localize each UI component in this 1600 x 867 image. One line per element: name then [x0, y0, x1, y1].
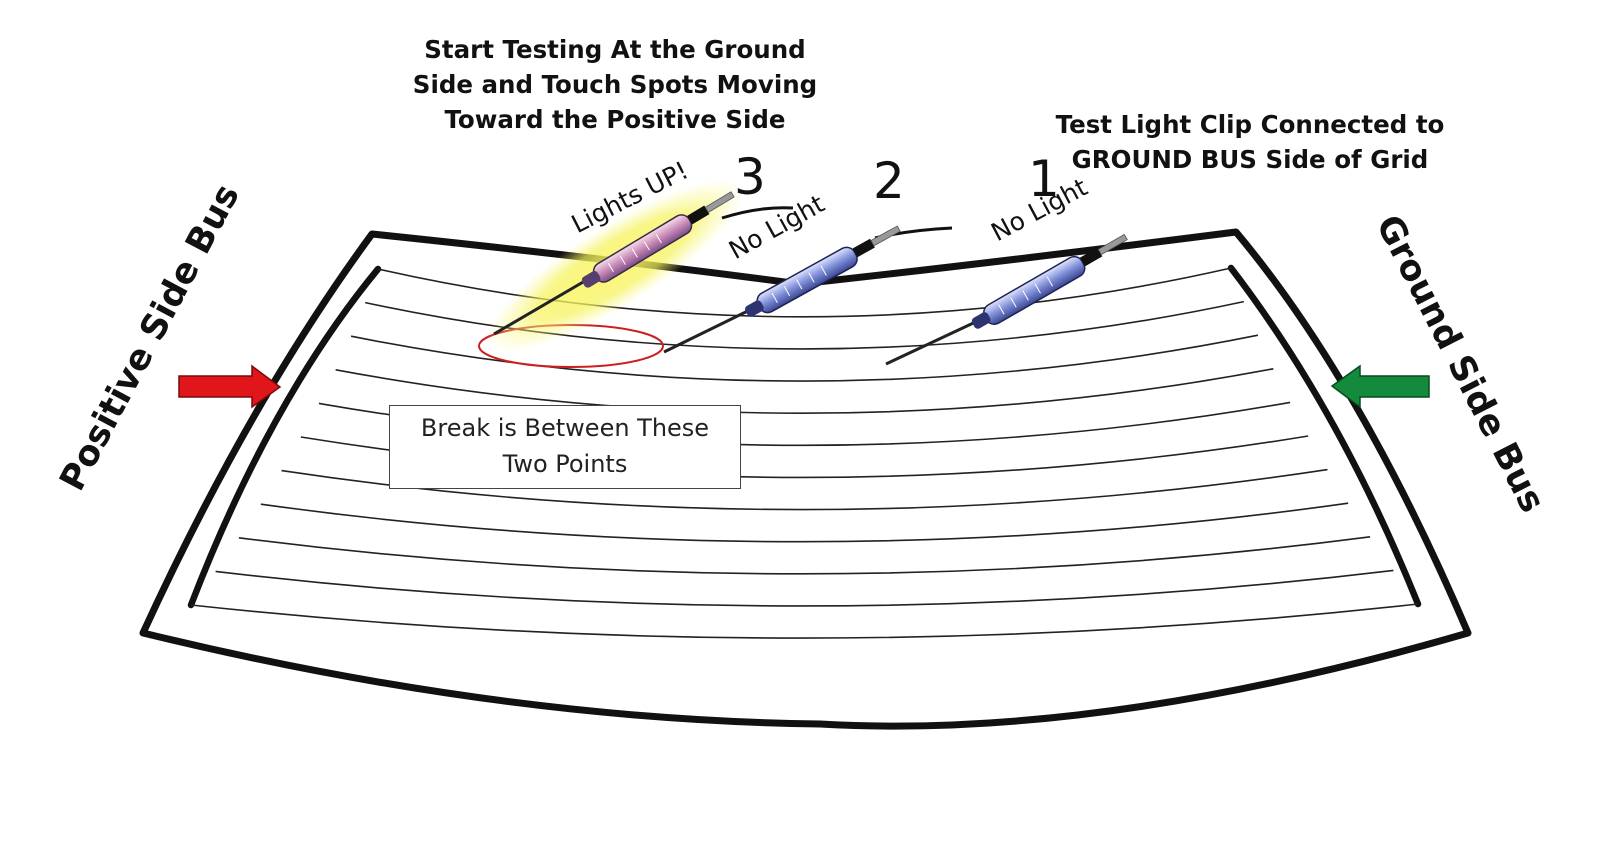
heater-grid-lines: [190, 267, 1419, 639]
test-point-number-1: 1: [1028, 150, 1060, 208]
instruction-heading: Start Testing At the Ground Side and Tou…: [370, 32, 860, 137]
grid-line: [377, 267, 1232, 318]
instruction-line: Side and Touch Spots Moving: [412, 70, 818, 99]
grid-line: [281, 468, 1328, 511]
test-point-number-2: 2: [873, 152, 905, 210]
grid-line: [190, 603, 1419, 639]
clip-note-line: Test Light Clip Connected to: [1055, 110, 1445, 139]
grid-line: [260, 502, 1349, 543]
test-point-number-3: 3: [734, 148, 766, 206]
clip-note-heading: Test Light Clip Connected to GROUND BUS …: [1030, 107, 1470, 177]
grid-line: [215, 569, 1394, 607]
break-note-box: Break is Between These Two Points: [389, 405, 741, 489]
grid-line: [350, 334, 1259, 382]
ground-bus-bar: [1227, 264, 1422, 608]
arrow-right-icon: [178, 364, 282, 409]
test-light-probe-icon: [885, 233, 1179, 366]
instruction-line: Toward the Positive Side: [444, 105, 786, 134]
break-note-line: Two Points: [502, 450, 628, 478]
instruction-line: Start Testing At the Ground: [424, 35, 806, 64]
test-light-probe-icon: [663, 225, 953, 354]
break-note-line: Break is Between These: [420, 414, 710, 442]
positive-bus-bar: [187, 265, 382, 609]
grid-line: [335, 368, 1274, 414]
clip-note-line: GROUND BUS Side of Grid: [1071, 145, 1429, 174]
grid-line: [238, 536, 1371, 575]
arrow-left-icon: [1330, 364, 1430, 409]
test-light-probe-icon: [486, 179, 794, 353]
